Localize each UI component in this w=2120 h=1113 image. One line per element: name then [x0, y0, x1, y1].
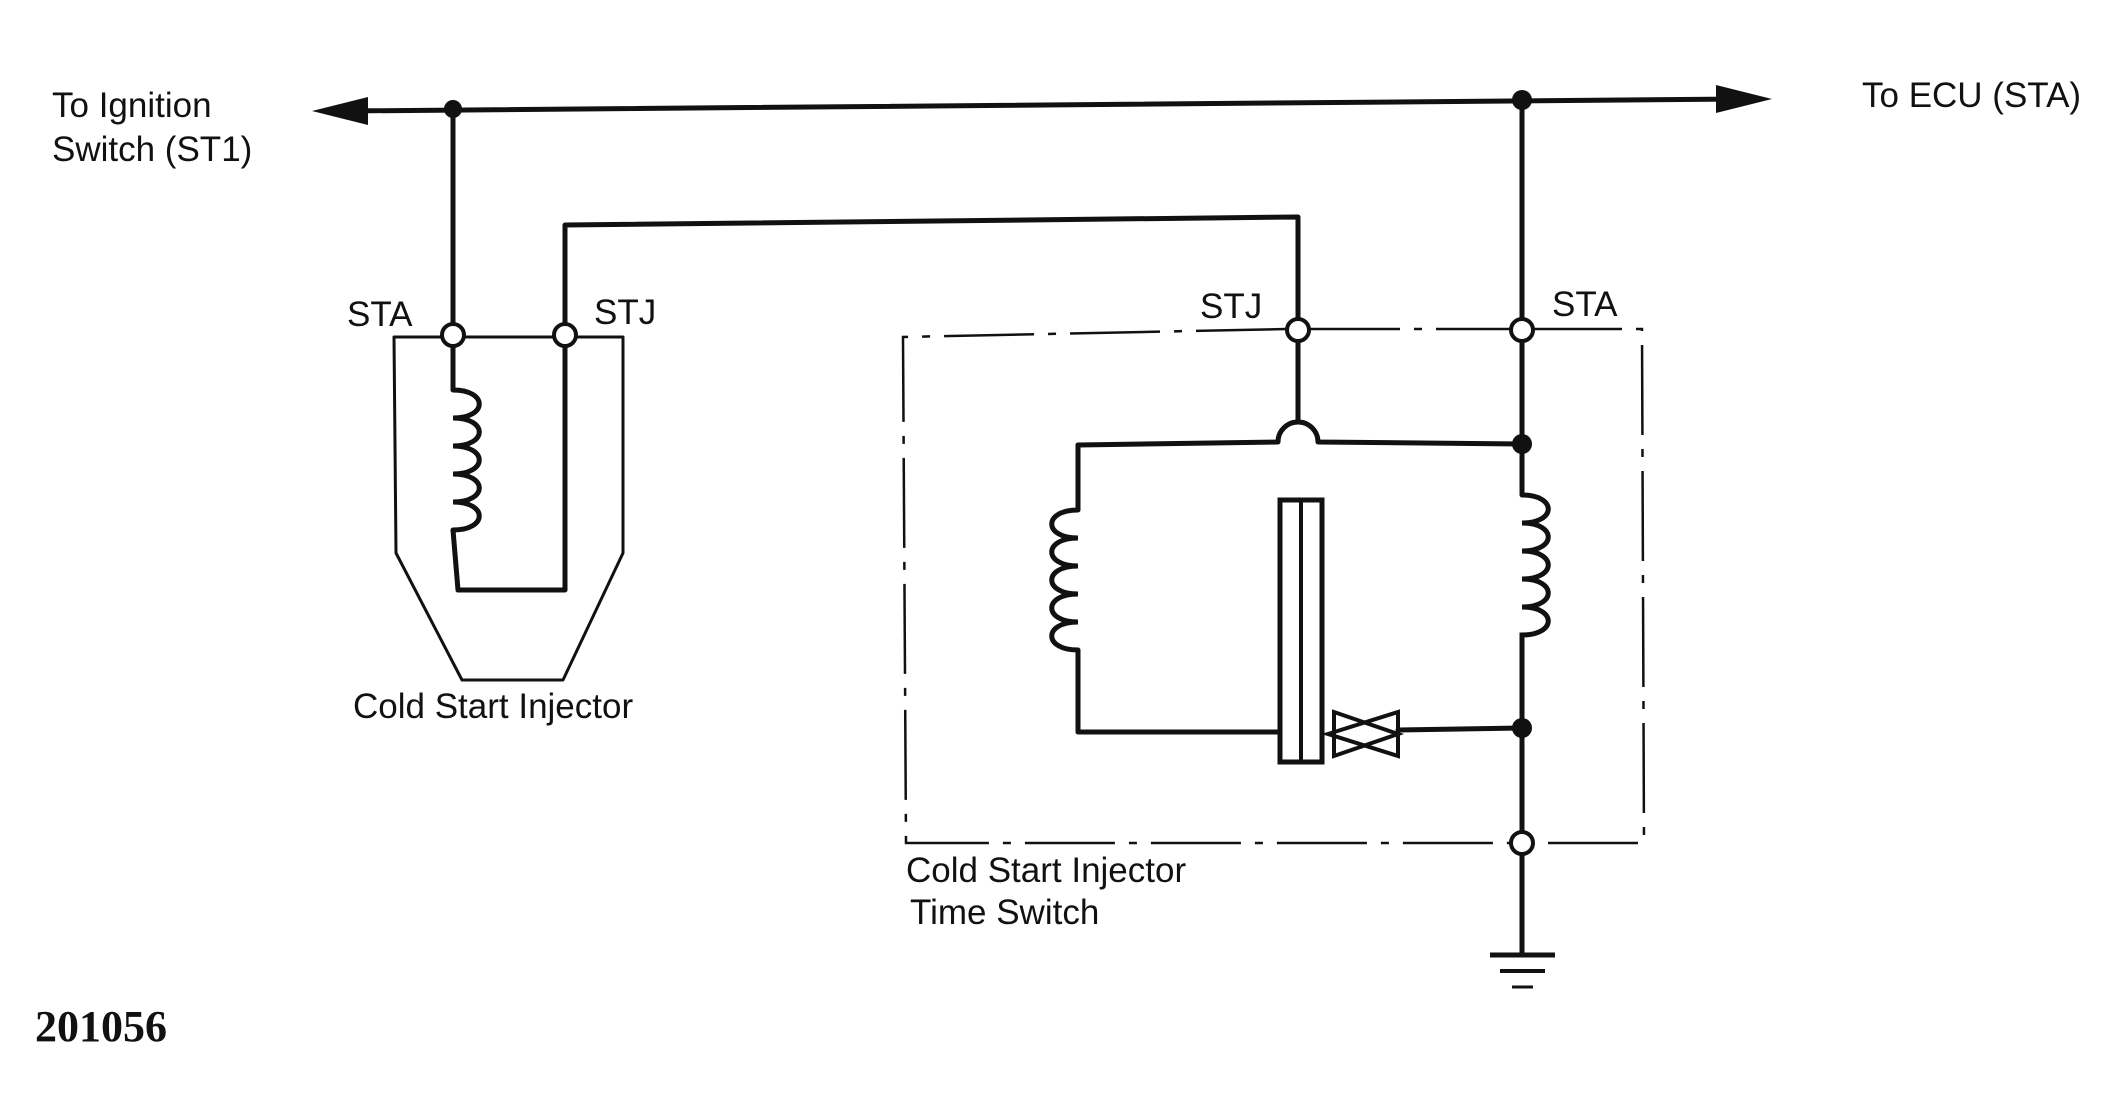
heater-coil-right-icon [1519, 492, 1551, 660]
injector-coil-icon [452, 387, 482, 533]
terminal-injector-stj [552, 322, 578, 348]
label-to-ignition-line1: To Ignition [52, 86, 212, 125]
cold-start-injector [392, 335, 625, 682]
ground-icon [1490, 952, 1555, 989]
arrow-left-icon [312, 97, 368, 125]
label-time-switch-line1: Cold Start Injector [906, 851, 1186, 890]
label-to-ecu: To ECU (STA) [1862, 76, 2081, 115]
figure-number: 201056 [35, 1002, 167, 1051]
terminal-switch-stj [1285, 317, 1311, 343]
contact-point-icon [1321, 709, 1400, 759]
label-time-switch-line2: Time Switch [910, 893, 1099, 932]
bimetal-switch [1277, 497, 1525, 765]
terminal-injector-sta [440, 322, 466, 348]
label-switch-sta: STA [1552, 285, 1618, 324]
junction-dot-upper [1512, 434, 1532, 454]
arrow-right-icon [1716, 85, 1772, 113]
terminal-ground [1509, 830, 1535, 856]
label-to-ignition-line2: Switch (ST1) [52, 130, 252, 169]
time-switch-enclosure [901, 327, 1646, 845]
label-cold-start-injector: Cold Start Injector [353, 687, 633, 726]
label-switch-stj: STJ [1200, 287, 1262, 326]
junction-dot-lower [1512, 718, 1532, 738]
main-bus [312, 85, 1772, 125]
label-injector-sta: STA [347, 295, 413, 334]
terminal-switch-sta [1509, 317, 1535, 343]
heater-coil-left-icon [1049, 507, 1079, 653]
label-injector-stj: STJ [594, 293, 656, 332]
